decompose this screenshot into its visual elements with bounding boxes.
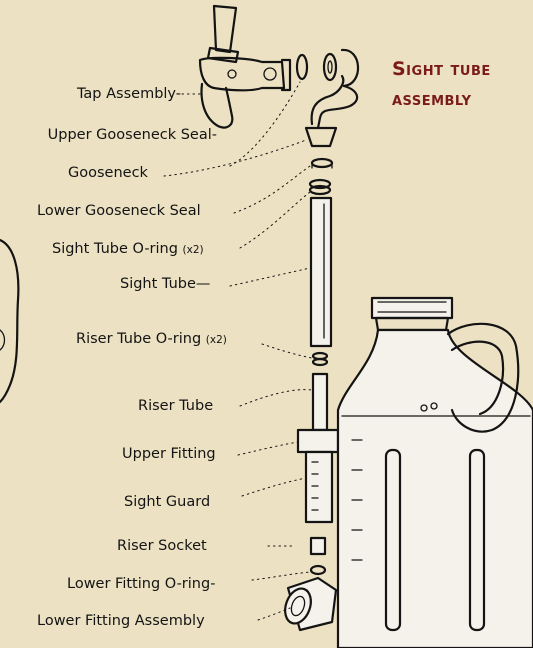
growler-vessel-drawing (338, 298, 533, 648)
upper-fitting-drawing (298, 430, 338, 452)
partial-vessel-left (0, 240, 18, 402)
upper-gooseneck-seal-drawing (297, 55, 307, 79)
tap-assembly-drawing (200, 6, 290, 128)
sight-guard-drawing (306, 452, 332, 522)
lower-fitting-o-ring-drawing (311, 566, 325, 574)
sight-tube-drawing (311, 198, 331, 346)
lower-fitting-assembly-drawing (281, 578, 336, 630)
riser-tube-drawing (313, 374, 327, 430)
lower-gooseneck-seal-drawing (312, 159, 332, 167)
riser-socket-drawing (311, 538, 325, 554)
